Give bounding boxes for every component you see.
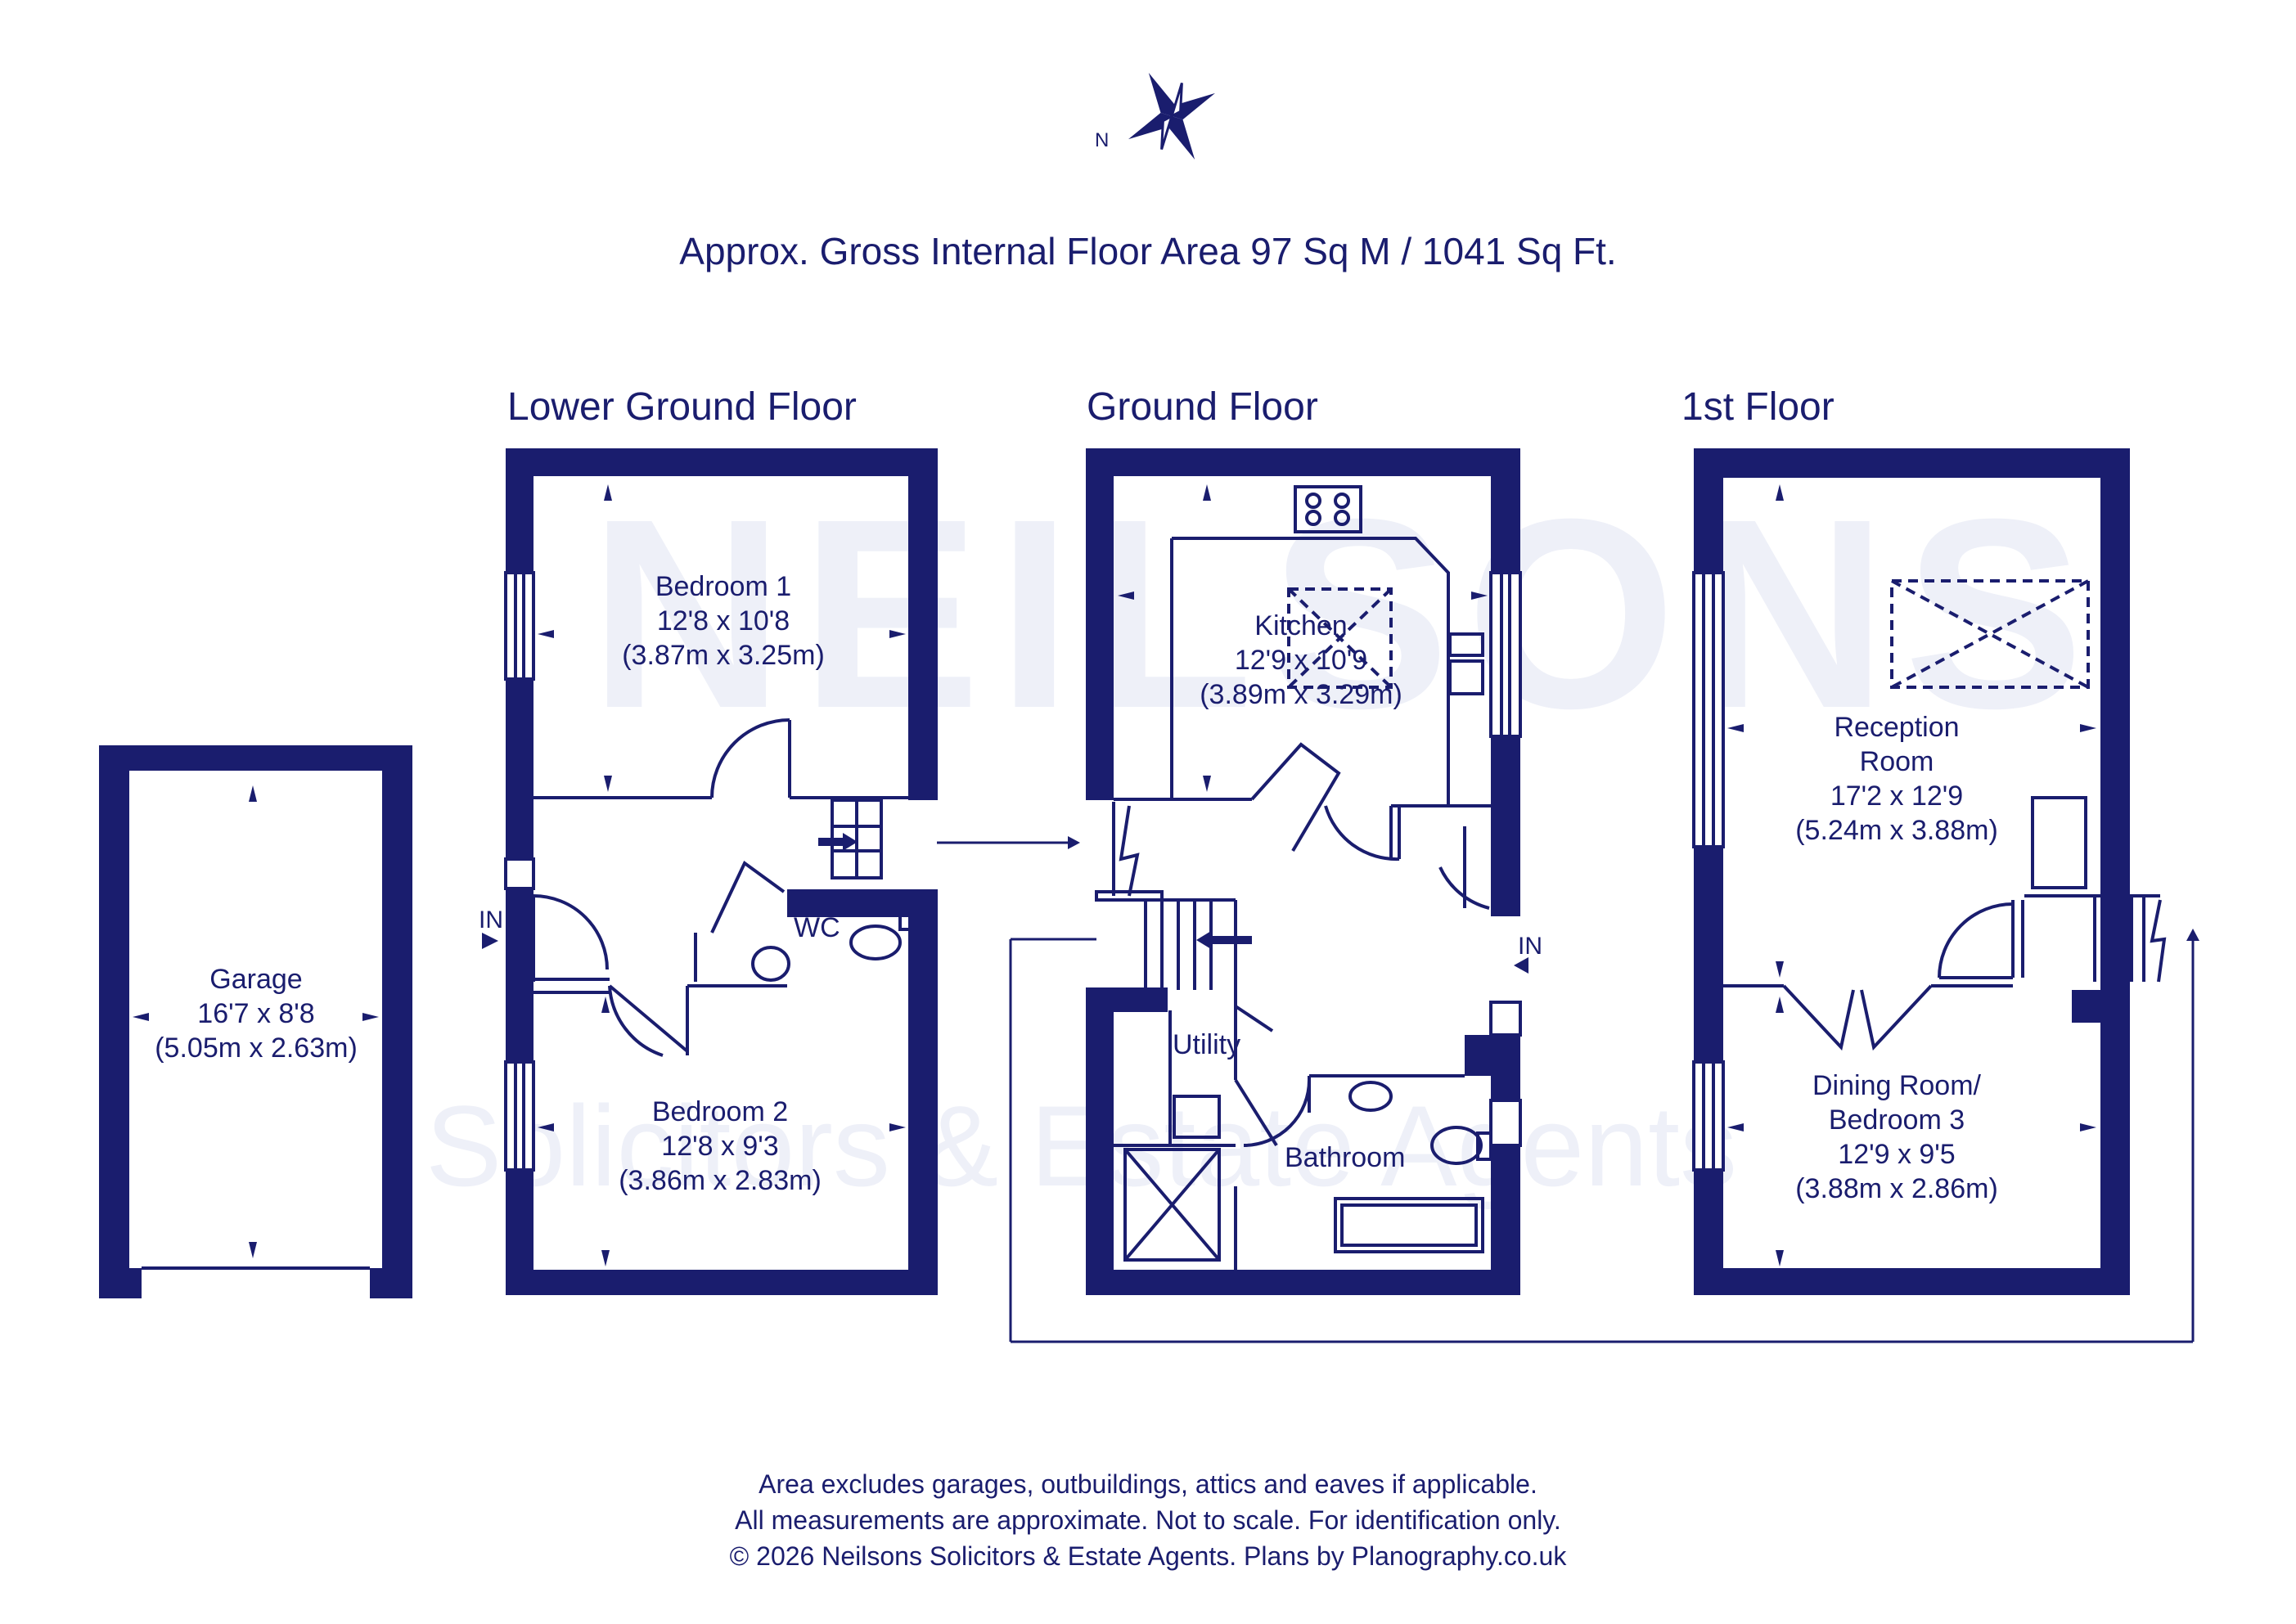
room-size-imperial: 12'9 x 10'9 xyxy=(1234,645,1368,676)
floor-title-lower-ground: Lower Ground Floor xyxy=(507,385,857,429)
entrance-label-ground: IN xyxy=(1518,933,1542,960)
room-size-imperial: 12'9 x 9'5 xyxy=(1838,1139,1956,1170)
room-size-metric: (5.05m x 2.63m) xyxy=(155,1032,358,1064)
compass-north-label: N xyxy=(1095,129,1110,151)
entrance-label-lower-ground: IN xyxy=(479,906,503,933)
room-name-line-1: Reception xyxy=(1834,712,1960,743)
room-size-imperial: 17'2 x 12'9 xyxy=(1830,781,1964,812)
floor-title-ground: Ground Floor xyxy=(1087,385,1318,429)
room-size-imperial: 16'7 x 8'8 xyxy=(197,998,315,1029)
room-name-line-2: Bedroom 3 xyxy=(1828,1104,1965,1136)
room-name: Bedroom 2 xyxy=(651,1096,789,1127)
room-name: Bedroom 1 xyxy=(655,571,792,602)
room-label-wc: WC xyxy=(794,912,840,943)
room-label-dining-room: Dining Room/ Bedroom 3 12'9 x 9'5 (3.88m… xyxy=(1795,1068,1998,1206)
floor-title-first: 1st Floor xyxy=(1681,385,1835,429)
room-name: Garage xyxy=(209,964,303,995)
room-label-reception-room: Reception Room 17'2 x 12'9 (5.24m x 3.88… xyxy=(1795,710,1998,848)
room-size-imperial: 12'8 x 10'8 xyxy=(656,605,790,637)
footer-line-1: Area excludes garages, outbuildings, att… xyxy=(759,1469,1537,1499)
room-name-line-1: Dining Room/ xyxy=(1812,1070,1981,1101)
room-size-metric: (3.89m x 3.29m) xyxy=(1200,679,1402,710)
room-size-metric: (5.24m x 3.88m) xyxy=(1795,815,1998,846)
room-size-metric: (3.86m x 2.83m) xyxy=(619,1165,822,1196)
room-label-utility: Utility xyxy=(1173,1029,1241,1060)
footer-notes: Area excludes garages, outbuildings, att… xyxy=(730,1466,1567,1574)
room-size-imperial: 12'8 x 9'3 xyxy=(661,1131,779,1162)
room-label-bathroom: Bathroom xyxy=(1285,1142,1406,1173)
compass-rose-icon xyxy=(1128,73,1215,160)
room-label-bedroom-1: Bedroom 1 12'8 x 10'8 (3.87m x 3.25m) xyxy=(622,569,825,673)
floor-area-title: Approx. Gross Internal Floor Area 97 Sq … xyxy=(679,230,1617,272)
footer-line-3: © 2026 Neilsons Solicitors & Estate Agen… xyxy=(729,1541,1567,1571)
room-label-kitchen: Kitchen 12'9 x 10'9 (3.89m x 3.29m) xyxy=(1200,609,1402,712)
room-size-metric: (3.88m x 2.86m) xyxy=(1795,1173,1998,1204)
room-name-line-2: Room xyxy=(1859,746,1934,777)
room-label-garage: Garage 16'7 x 8'8 (5.05m x 2.63m) xyxy=(155,962,358,1065)
room-name: Kitchen xyxy=(1254,610,1348,641)
room-label-bedroom-2: Bedroom 2 12'8 x 9'3 (3.86m x 2.83m) xyxy=(619,1095,822,1198)
garage-walls xyxy=(99,745,412,1298)
footer-line-2: All measurements are approximate. Not to… xyxy=(735,1505,1561,1535)
room-size-metric: (3.87m x 3.25m) xyxy=(622,640,825,671)
